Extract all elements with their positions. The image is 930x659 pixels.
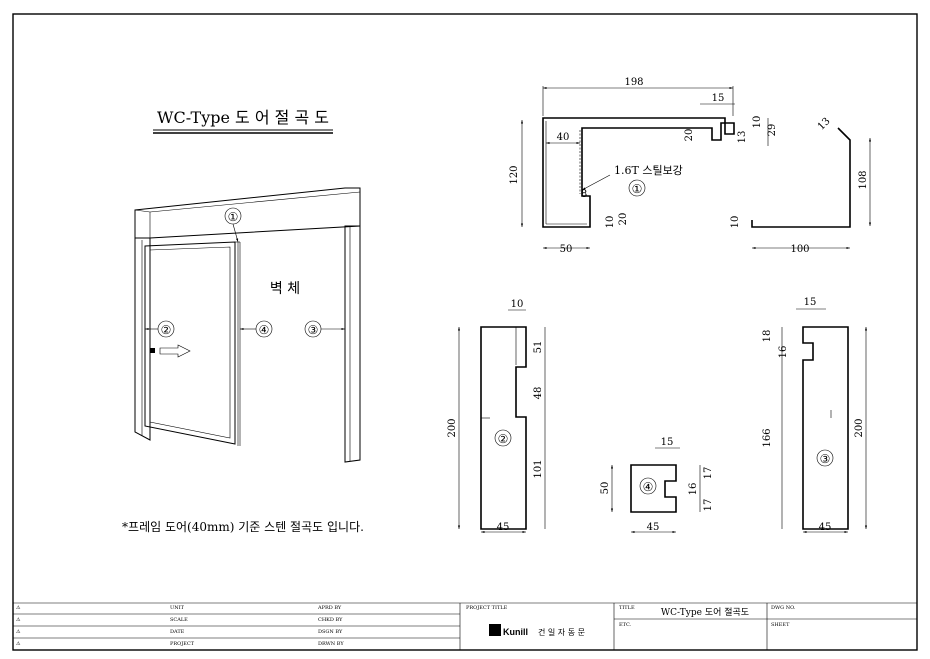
part2-profile: 10 200 51 48 101 45 ②: [447, 299, 546, 534]
p4-dim-16: 16: [688, 483, 699, 496]
p4-dim-17b: 17: [703, 499, 714, 512]
field-unit: UNIT: [170, 605, 185, 611]
company-logo-mark: [489, 624, 501, 636]
note-text: *프레임 도어(40mm) 기준 스텐 절곡도 입니다.: [122, 520, 364, 534]
field-drwn-by: DRWN BY: [318, 641, 344, 647]
iso-part3-label: ③: [308, 323, 319, 337]
p1b-dim-108: 108: [858, 170, 869, 189]
right-jamb: [344, 225, 361, 463]
p1-dim-50: 50: [560, 244, 573, 255]
p1-dim-29: 29: [767, 124, 778, 137]
part1-profile: 198 15 40 120 50 8 10 20 20 10 13 29 1.6…: [509, 77, 778, 255]
p1b-dim-13: 13: [816, 116, 833, 133]
field-project: PROJECT: [170, 641, 195, 647]
iso-wall-label: 벽 체: [270, 281, 300, 297]
field-chkd-by: CHKD BY: [318, 617, 343, 623]
p3-dim-45: 45: [819, 522, 832, 533]
door-handle-icon: [150, 348, 155, 353]
p4-dim-15: 15: [661, 437, 674, 448]
company-logo: Kunill: [503, 627, 528, 637]
iso-part4-label: ④: [259, 323, 270, 337]
p4-id: ④: [643, 480, 654, 494]
p3-dim-166: 166: [762, 428, 773, 447]
p1-dim-20b: 20: [684, 129, 695, 142]
p2-dim-101: 101: [533, 459, 544, 478]
p1-dim-120: 120: [509, 165, 520, 184]
field-aprd-by: APRD BY: [317, 605, 342, 611]
field-scale: SCALE: [170, 617, 188, 623]
rev-mark-1: ⚠: [16, 605, 21, 611]
p1-dim-15: 15: [712, 93, 725, 104]
iso-part1-label: ①: [228, 210, 239, 224]
p3-id: ③: [820, 452, 831, 466]
drawing-title: WC-Type 도 어 절 곡 도: [157, 108, 329, 127]
etc-label: ETC.: [619, 622, 632, 628]
p2-id: ②: [498, 432, 509, 446]
project-title-label: PROJECT TITLE: [466, 605, 508, 611]
rev-mark-4: ⚠: [16, 641, 21, 647]
p2-dim-51: 51: [533, 341, 544, 354]
p3-dim-18: 18: [762, 330, 773, 343]
part3-profile: 15 18 16 166 200 45 ③: [762, 297, 868, 534]
field-dsgn-by: DSGN BY: [318, 629, 343, 635]
title-value: WC-Type 도어 절곡도: [661, 606, 749, 618]
p4-dim-50: 50: [600, 482, 611, 495]
p3-dim-16: 16: [778, 346, 789, 359]
p1-dim-8: 8: [581, 189, 587, 200]
sheet-border: [12, 13, 918, 651]
p1-dim-40: 40: [557, 132, 570, 143]
p2-dim-45: 45: [497, 522, 510, 533]
p3-dim-200: 200: [854, 418, 865, 437]
part1b-profile: 108 13 100 10: [730, 116, 872, 255]
p1-dim-10b: 10: [752, 116, 763, 129]
title-block: ⚠ ⚠ ⚠ ⚠ UNIT SCALE DATE PROJECT APRD BY …: [13, 602, 917, 650]
iso-part2-label: ②: [161, 323, 172, 337]
p1-dim-13: 13: [737, 131, 748, 144]
rev-mark-3: ⚠: [16, 629, 21, 635]
p1-dim-20a: 20: [618, 213, 629, 226]
p1-id: ①: [632, 182, 643, 196]
dwg-no-label: DWG NO.: [771, 605, 796, 611]
rev-mark-2: ⚠: [16, 617, 21, 623]
company-name: 건 일 자 동 문: [538, 627, 585, 637]
left-jamb: [134, 237, 151, 441]
door-panel: [144, 241, 236, 445]
field-date: DATE: [170, 629, 185, 635]
p4-dim-17a: 17: [703, 467, 714, 480]
p1-steel-note: 1.6T 스틸보강: [614, 164, 683, 177]
p4-dim-45: 45: [647, 522, 660, 533]
p1b-dim-10: 10: [730, 216, 741, 229]
sheet-label: SHEET: [771, 622, 790, 628]
p1-dim-10a: 10: [605, 216, 616, 229]
p2-dim-200: 200: [447, 418, 458, 437]
p1b-dim-100: 100: [790, 244, 809, 255]
p2-dim-48: 48: [533, 387, 544, 400]
p3-dim-15: 15: [804, 297, 817, 308]
title-label: TITLE: [619, 605, 635, 611]
p1-dim-198: 198: [624, 77, 643, 88]
isometric-frame-view: 벽 체 ① ② ④ ③: [134, 187, 361, 463]
p2-dim-10: 10: [511, 299, 524, 310]
part4-profile: 15 50 17 16 17 45 ④: [600, 437, 714, 534]
